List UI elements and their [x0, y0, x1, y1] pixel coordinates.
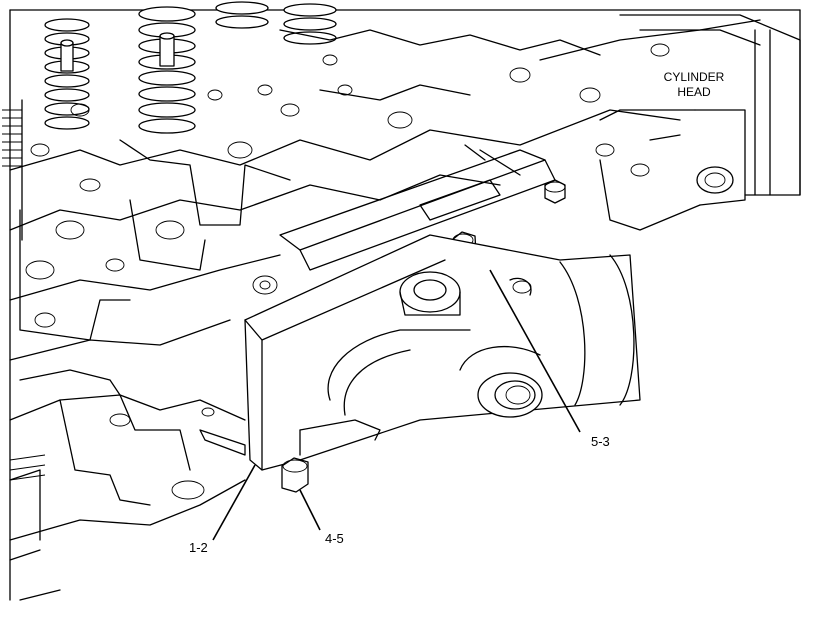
- leader-lines: [212, 269, 581, 541]
- callout-4-5: 4-5: [325, 531, 344, 546]
- leader-1-2: [212, 464, 256, 541]
- valve-springs: [44, 1, 337, 134]
- leader-4-5: [299, 489, 321, 531]
- cylinder-head-right: [599, 14, 801, 231]
- lower-block: [9, 369, 246, 601]
- cylinder-head-label-line2: HEAD: [677, 85, 711, 99]
- leader-5-3: [489, 269, 581, 433]
- left-edge-fins: [2, 99, 46, 481]
- callout-1-2: 1-2: [189, 540, 208, 555]
- cylinder-head-label-line1: CYLINDER: [664, 70, 725, 84]
- rocker-shaft: [279, 144, 556, 271]
- bottom-bolt: [281, 457, 309, 493]
- elbow-housing: [244, 234, 641, 471]
- cylinder-head-block: [9, 19, 761, 361]
- callout-5-3: 5-3: [591, 434, 610, 449]
